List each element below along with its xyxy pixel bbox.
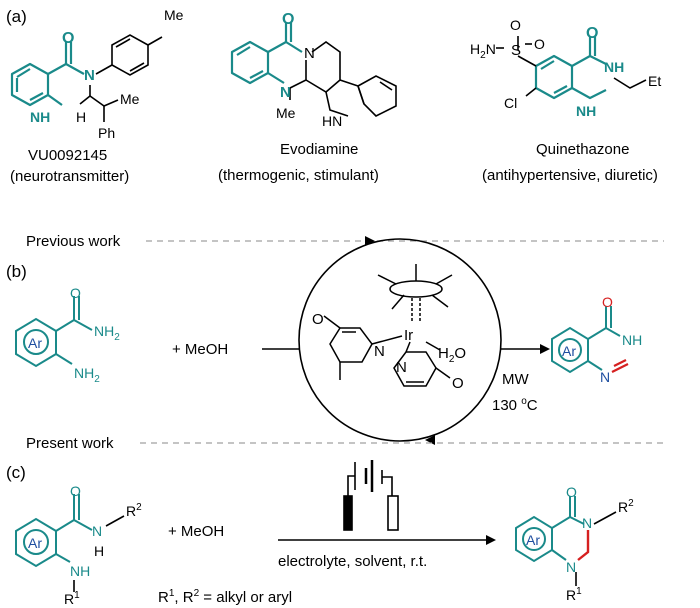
panel-c-product-o: O: [566, 484, 577, 500]
vu-h-label: H: [76, 109, 86, 125]
panel-b-product-n: N: [600, 369, 610, 385]
compound-evodiamine: [230, 22, 303, 85]
vu-desc: (neurotransmitter): [10, 168, 129, 185]
panel-b-new-bond: [611, 363, 629, 373]
qui-desc: (antihypertensive, diuretic): [482, 167, 658, 184]
qui-h2n: H2N: [470, 41, 496, 61]
evo-hn: HN: [322, 113, 342, 129]
vu-methyl-2: Me: [120, 91, 140, 107]
panel-c-product-ar: Ar: [526, 532, 540, 548]
panel-b-o: O: [70, 285, 81, 301]
panel-b-product-o: O: [602, 294, 613, 310]
panel-c-h: H: [94, 543, 104, 559]
qui-carbonyl-o: O: [586, 25, 598, 42]
qui-nh-2: NH: [576, 103, 596, 119]
catalyst-ir: Ir: [404, 327, 413, 344]
panel-b-arrow-head: [540, 344, 550, 354]
electrolysis-cell-icon: [343, 460, 399, 531]
vu-nh-label: NH: [30, 109, 50, 125]
panel-c-ar: Ar: [28, 535, 42, 551]
qui-o2: O: [534, 36, 545, 52]
qui-ethyl: Et: [648, 73, 661, 89]
panel-c-conditions: electrolyte, solvent, r.t.: [278, 553, 427, 570]
previous-work-heading: Previous work: [26, 233, 121, 250]
panel-b-plus-meoh: + MeOH: [172, 341, 228, 358]
vu-n3: N: [84, 67, 95, 84]
panel-c-o: O: [70, 483, 81, 499]
compound-vu0092145: [10, 42, 85, 107]
panel-c-product-r2: R2: [618, 498, 634, 515]
panel-c-plus-meoh: + MeOH: [168, 523, 224, 540]
panel-b-nh2-top: NH2: [94, 323, 120, 343]
panel-b-ar: Ar: [28, 335, 42, 351]
evo-n-top: N: [304, 45, 315, 62]
qui-sulfur: S: [511, 42, 521, 59]
catalyst-o1: O: [312, 311, 324, 328]
vu-name: VU0092145: [28, 147, 107, 164]
catalyst-h2o: H2O: [438, 345, 466, 365]
present-work-heading: Present work: [26, 435, 114, 452]
panel-b-nh2-bot: NH2: [74, 365, 100, 385]
cycle-arrow-head-bottom: [425, 435, 435, 445]
vu-carbonyl-o: O: [62, 30, 74, 47]
panel-b-product: [551, 306, 621, 374]
panel-c-nh: NH: [70, 563, 90, 579]
panel-c-new-bond: [577, 530, 590, 561]
compound-quinethazone: [534, 36, 607, 100]
iridium-catalyst: [323, 264, 453, 387]
panel-c-product: [515, 496, 585, 563]
panel-c-n: N: [92, 523, 102, 539]
panel-b-product-nh: NH: [622, 332, 642, 348]
vu-methyl: Me: [164, 7, 184, 23]
evo-methyl: Me: [276, 105, 296, 121]
panel-c-r2: R2: [126, 502, 142, 519]
panel-b-label: (b): [6, 262, 27, 281]
catalyst-cycle-circle: [298, 238, 502, 442]
panel-c-r1: R1: [64, 590, 80, 607]
catalyst-o2: O: [452, 375, 464, 392]
evo-desc: (thermogenic, stimulant): [218, 167, 379, 184]
panel-c-product-r1: R1: [566, 586, 582, 603]
qui-chloro: Cl: [504, 95, 517, 111]
qui-nh-1: NH: [604, 59, 624, 75]
qui-o1: O: [510, 17, 521, 33]
panel-b-product-ar: Ar: [562, 343, 576, 359]
evo-name: Evodiamine: [280, 141, 358, 158]
tolyl-ring: [111, 34, 149, 76]
panel-b-condition-1: MW: [502, 371, 529, 388]
panel-c-product-n3: N: [582, 515, 592, 531]
panel-c-arrow-head: [486, 535, 496, 545]
panel-b-reactant: [15, 296, 93, 368]
panel-a-label: (a): [6, 7, 27, 26]
panel-c-label: (c): [6, 463, 26, 482]
panel-c-reactant: [15, 494, 93, 568]
vu-phenyl: Ph: [98, 125, 115, 141]
cycle-arrow-head-top: [365, 236, 375, 246]
evo-carbonyl-o: O: [282, 11, 294, 28]
panel-c-substituent-note: R1, R2 = alkyl or aryl: [158, 588, 292, 606]
panel-b-condition-2: 130 oC: [492, 396, 538, 414]
panel-c-product-n1: N: [566, 559, 576, 575]
catalyst-n2: N: [396, 359, 407, 376]
catalyst-n1: N: [374, 343, 385, 360]
qui-name: Quinethazone: [536, 141, 629, 158]
evo-n-bot: N: [280, 84, 291, 101]
